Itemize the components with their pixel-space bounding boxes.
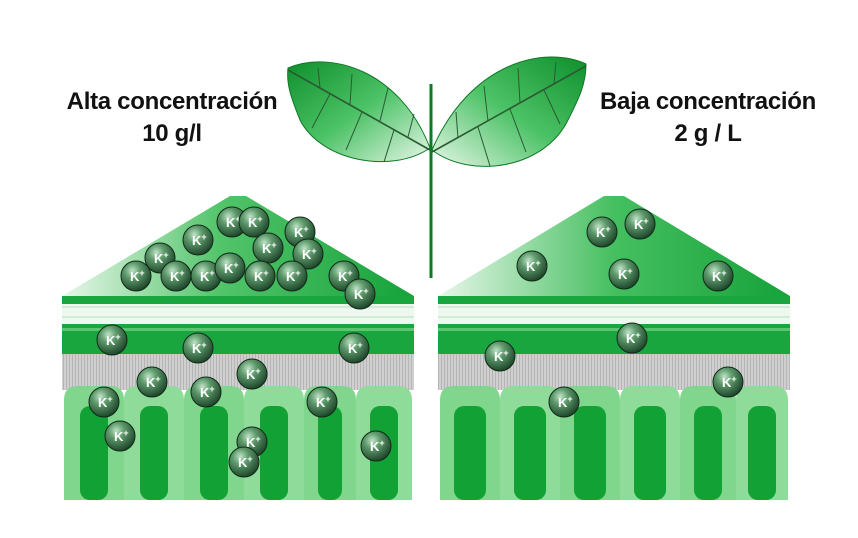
potassium-ion: K+ (712, 366, 744, 398)
left-label: Alta concentración 10 g/l (52, 86, 292, 150)
cell (440, 386, 500, 500)
potassium-ion: K+ (236, 426, 268, 458)
cell (244, 386, 304, 500)
cell (620, 386, 680, 500)
potassium-ion: K+ (548, 386, 580, 418)
right-leaf (431, 56, 587, 167)
cell (680, 386, 736, 500)
right-title: Baja concentración (599, 88, 816, 115)
right-value: 2 g / L (674, 120, 742, 147)
right-band-line (438, 316, 790, 318)
potassium-ion: K+ (160, 260, 192, 292)
potassium-ion: K+ (96, 324, 128, 356)
left-band-line (62, 316, 414, 318)
left-band-top (62, 296, 414, 304)
potassium-ions: K+K+K+K+K+K+K+K+K+K+K+K+K+K+K+K+K+K+K+K+… (88, 206, 744, 478)
potassium-ion: K+ (228, 446, 260, 478)
potassium-ion: K+ (252, 232, 284, 264)
right-label: Baja concentración 2 g / L (584, 86, 832, 150)
right-band-line (438, 306, 790, 308)
left-cells (64, 386, 412, 500)
potassium-ion: K+ (238, 206, 270, 238)
potassium-ion: K+ (190, 376, 222, 408)
plant-leaves (287, 56, 587, 278)
potassium-ion: K+ (88, 386, 120, 418)
left-band-line (62, 328, 414, 331)
leaf-veins (287, 61, 587, 167)
left-band-light (62, 304, 414, 324)
cell (736, 386, 788, 500)
potassium-ion: K+ (360, 430, 392, 462)
potassium-ion: K+ (484, 340, 516, 372)
right-band-line (438, 328, 790, 331)
potassium-ion: K+ (344, 278, 376, 310)
potassium-ion: K+ (608, 258, 640, 290)
potassium-ion: K+ (624, 208, 656, 240)
potassium-ion: K+ (586, 216, 618, 248)
right-cells (440, 386, 788, 500)
potassium-ion: K+ (182, 224, 214, 256)
potassium-ion: K+ (292, 238, 324, 270)
potassium-ion: K+ (120, 260, 152, 292)
right-band-light (438, 304, 790, 324)
left-value: 10 g/l (142, 120, 202, 147)
left-leaf (287, 61, 431, 162)
potassium-ion: K+ (306, 386, 338, 418)
potassium-ion: K+ (216, 206, 248, 238)
cell (124, 386, 184, 500)
potassium-ion: K+ (338, 332, 370, 364)
right-band-top (438, 296, 790, 304)
cell (560, 386, 620, 500)
cell (184, 386, 244, 500)
potassium-ion: K+ (616, 322, 648, 354)
potassium-ion: K+ (182, 332, 214, 364)
potassium-ion: K+ (136, 366, 168, 398)
potassium-ion: K+ (236, 358, 268, 390)
left-band-line (62, 306, 414, 308)
potassium-ion: K+ (702, 260, 734, 292)
left-title: Alta concentración (66, 88, 278, 115)
potassium-ion: K+ (190, 260, 222, 292)
potassium-ion: K+ (214, 252, 246, 284)
potassium-ion: K+ (276, 260, 308, 292)
potassium-ion: K+ (516, 250, 548, 282)
potassium-ion: K+ (104, 420, 136, 452)
potassium-ion: K+ (244, 260, 276, 292)
cell (500, 386, 560, 500)
